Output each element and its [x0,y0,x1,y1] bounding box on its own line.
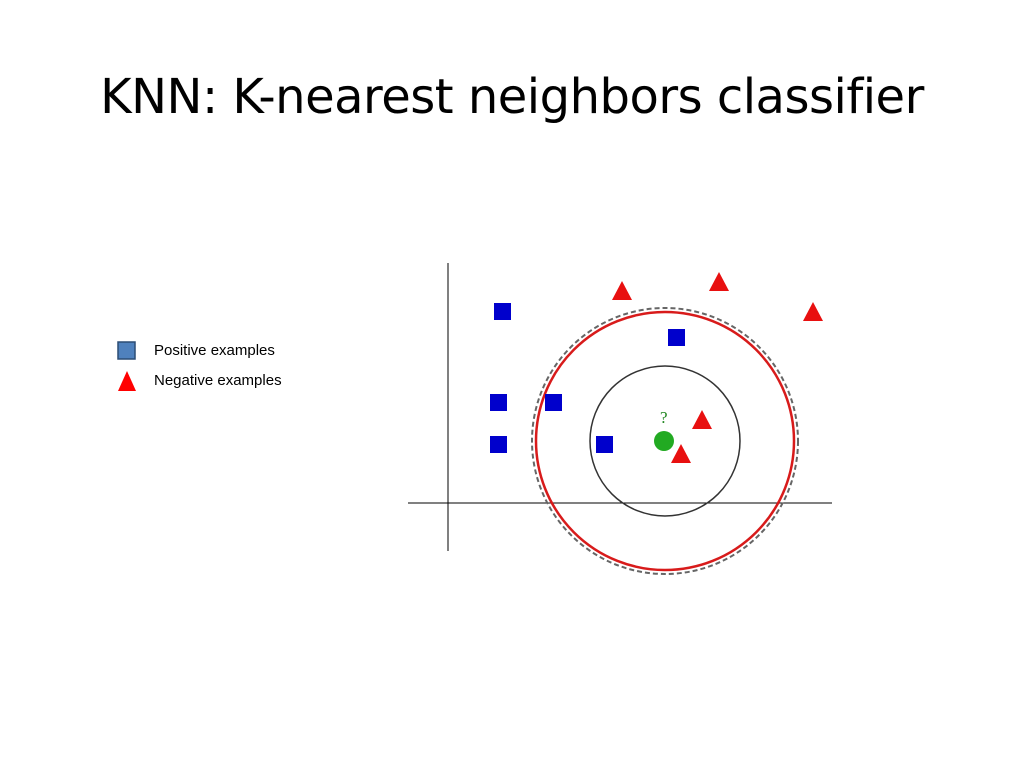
knn-diagram: ? [408,263,832,575]
query-point [654,431,674,451]
red-triangle-icon [118,371,136,391]
negative-example [803,302,823,321]
dashed-circle [531,307,799,575]
page-title: KNN: K-nearest neighbors classifier [100,69,924,125]
positive-example [668,329,685,346]
positive-example [490,436,507,453]
large-neighborhood-circle [534,310,796,572]
legend-label-negative: Negative examples [154,372,282,389]
positive-example [545,394,562,411]
positive-example [490,394,507,411]
legend-item-positive: Positive examples [116,340,336,370]
negative-example [709,272,729,291]
negative-example [671,444,691,463]
negative-example [692,410,712,429]
positive-example [494,303,511,320]
legend-item-negative: Negative examples [116,370,336,400]
small-neighborhood-circle [589,365,741,517]
legend: Positive examples Negative examples [116,340,336,400]
query-label: ? [660,408,668,427]
legend-label-positive: Positive examples [154,342,275,359]
positive-example [596,436,613,453]
negative-example [612,281,632,300]
blue-square-icon [117,341,136,360]
